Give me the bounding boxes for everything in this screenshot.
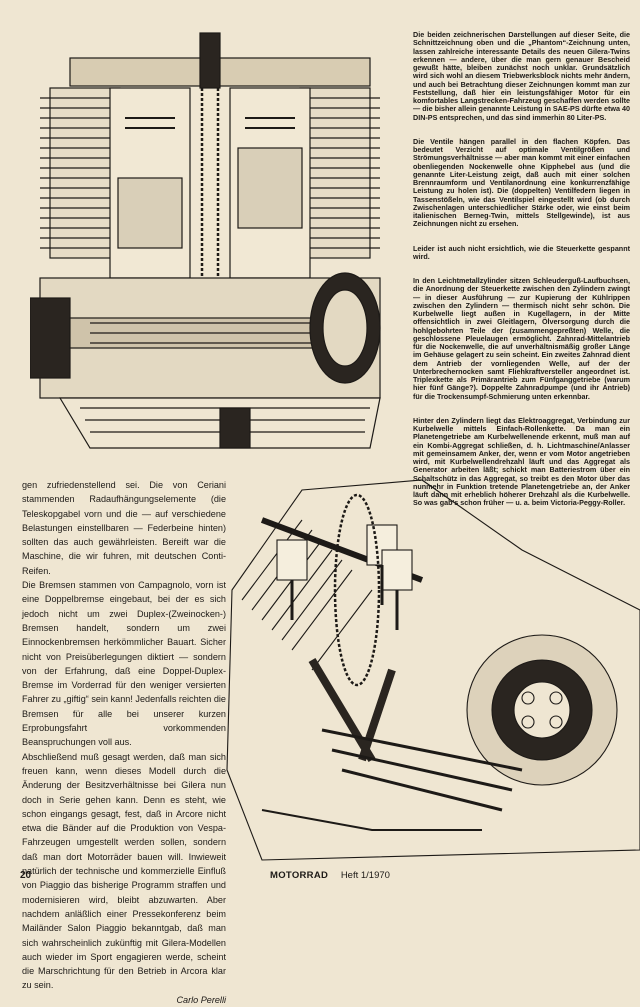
left-column-text: gen zufriedenstellend sei. Die von Ceria…: [22, 478, 226, 1007]
paragraph: gen zufriedenstellend sei. Die von Ceria…: [22, 480, 226, 576]
paragraph: In den Leichtmetallzylinder sitzen Schle…: [413, 276, 630, 401]
paragraph: Die Ventile hängen parallel in den flach…: [413, 136, 630, 229]
paragraph: Die beiden zeichnerischen Darstellungen …: [413, 30, 630, 122]
magazine-name: MOTORRAD: [270, 870, 329, 881]
author-byline: Carlo Perelli: [176, 994, 226, 1005]
paragraph: Hinter den Zylindern liegt das Elektroag…: [413, 415, 630, 508]
paragraph: Die Bremsen stammen von Campagnolo, vorn…: [22, 580, 226, 748]
paragraph: Leider ist auch nicht ersichtlich, wie d…: [413, 243, 630, 261]
cooling-fins-right: [299, 87, 380, 259]
right-column-text: Die beiden zeichnerischen Darstellungen …: [413, 30, 630, 524]
page-footer: MOTORRAD Heft 1/1970: [270, 870, 390, 881]
phantom-engine-drawing: [226, 479, 640, 861]
page-number: 20: [20, 870, 32, 881]
engine-cutaway-drawing: [30, 32, 381, 449]
issue-label: Heft 1/1970: [340, 870, 390, 881]
cooling-fins-left: [40, 87, 121, 259]
paragraph: Abschließend muß gesagt werden, daß man …: [22, 751, 226, 991]
